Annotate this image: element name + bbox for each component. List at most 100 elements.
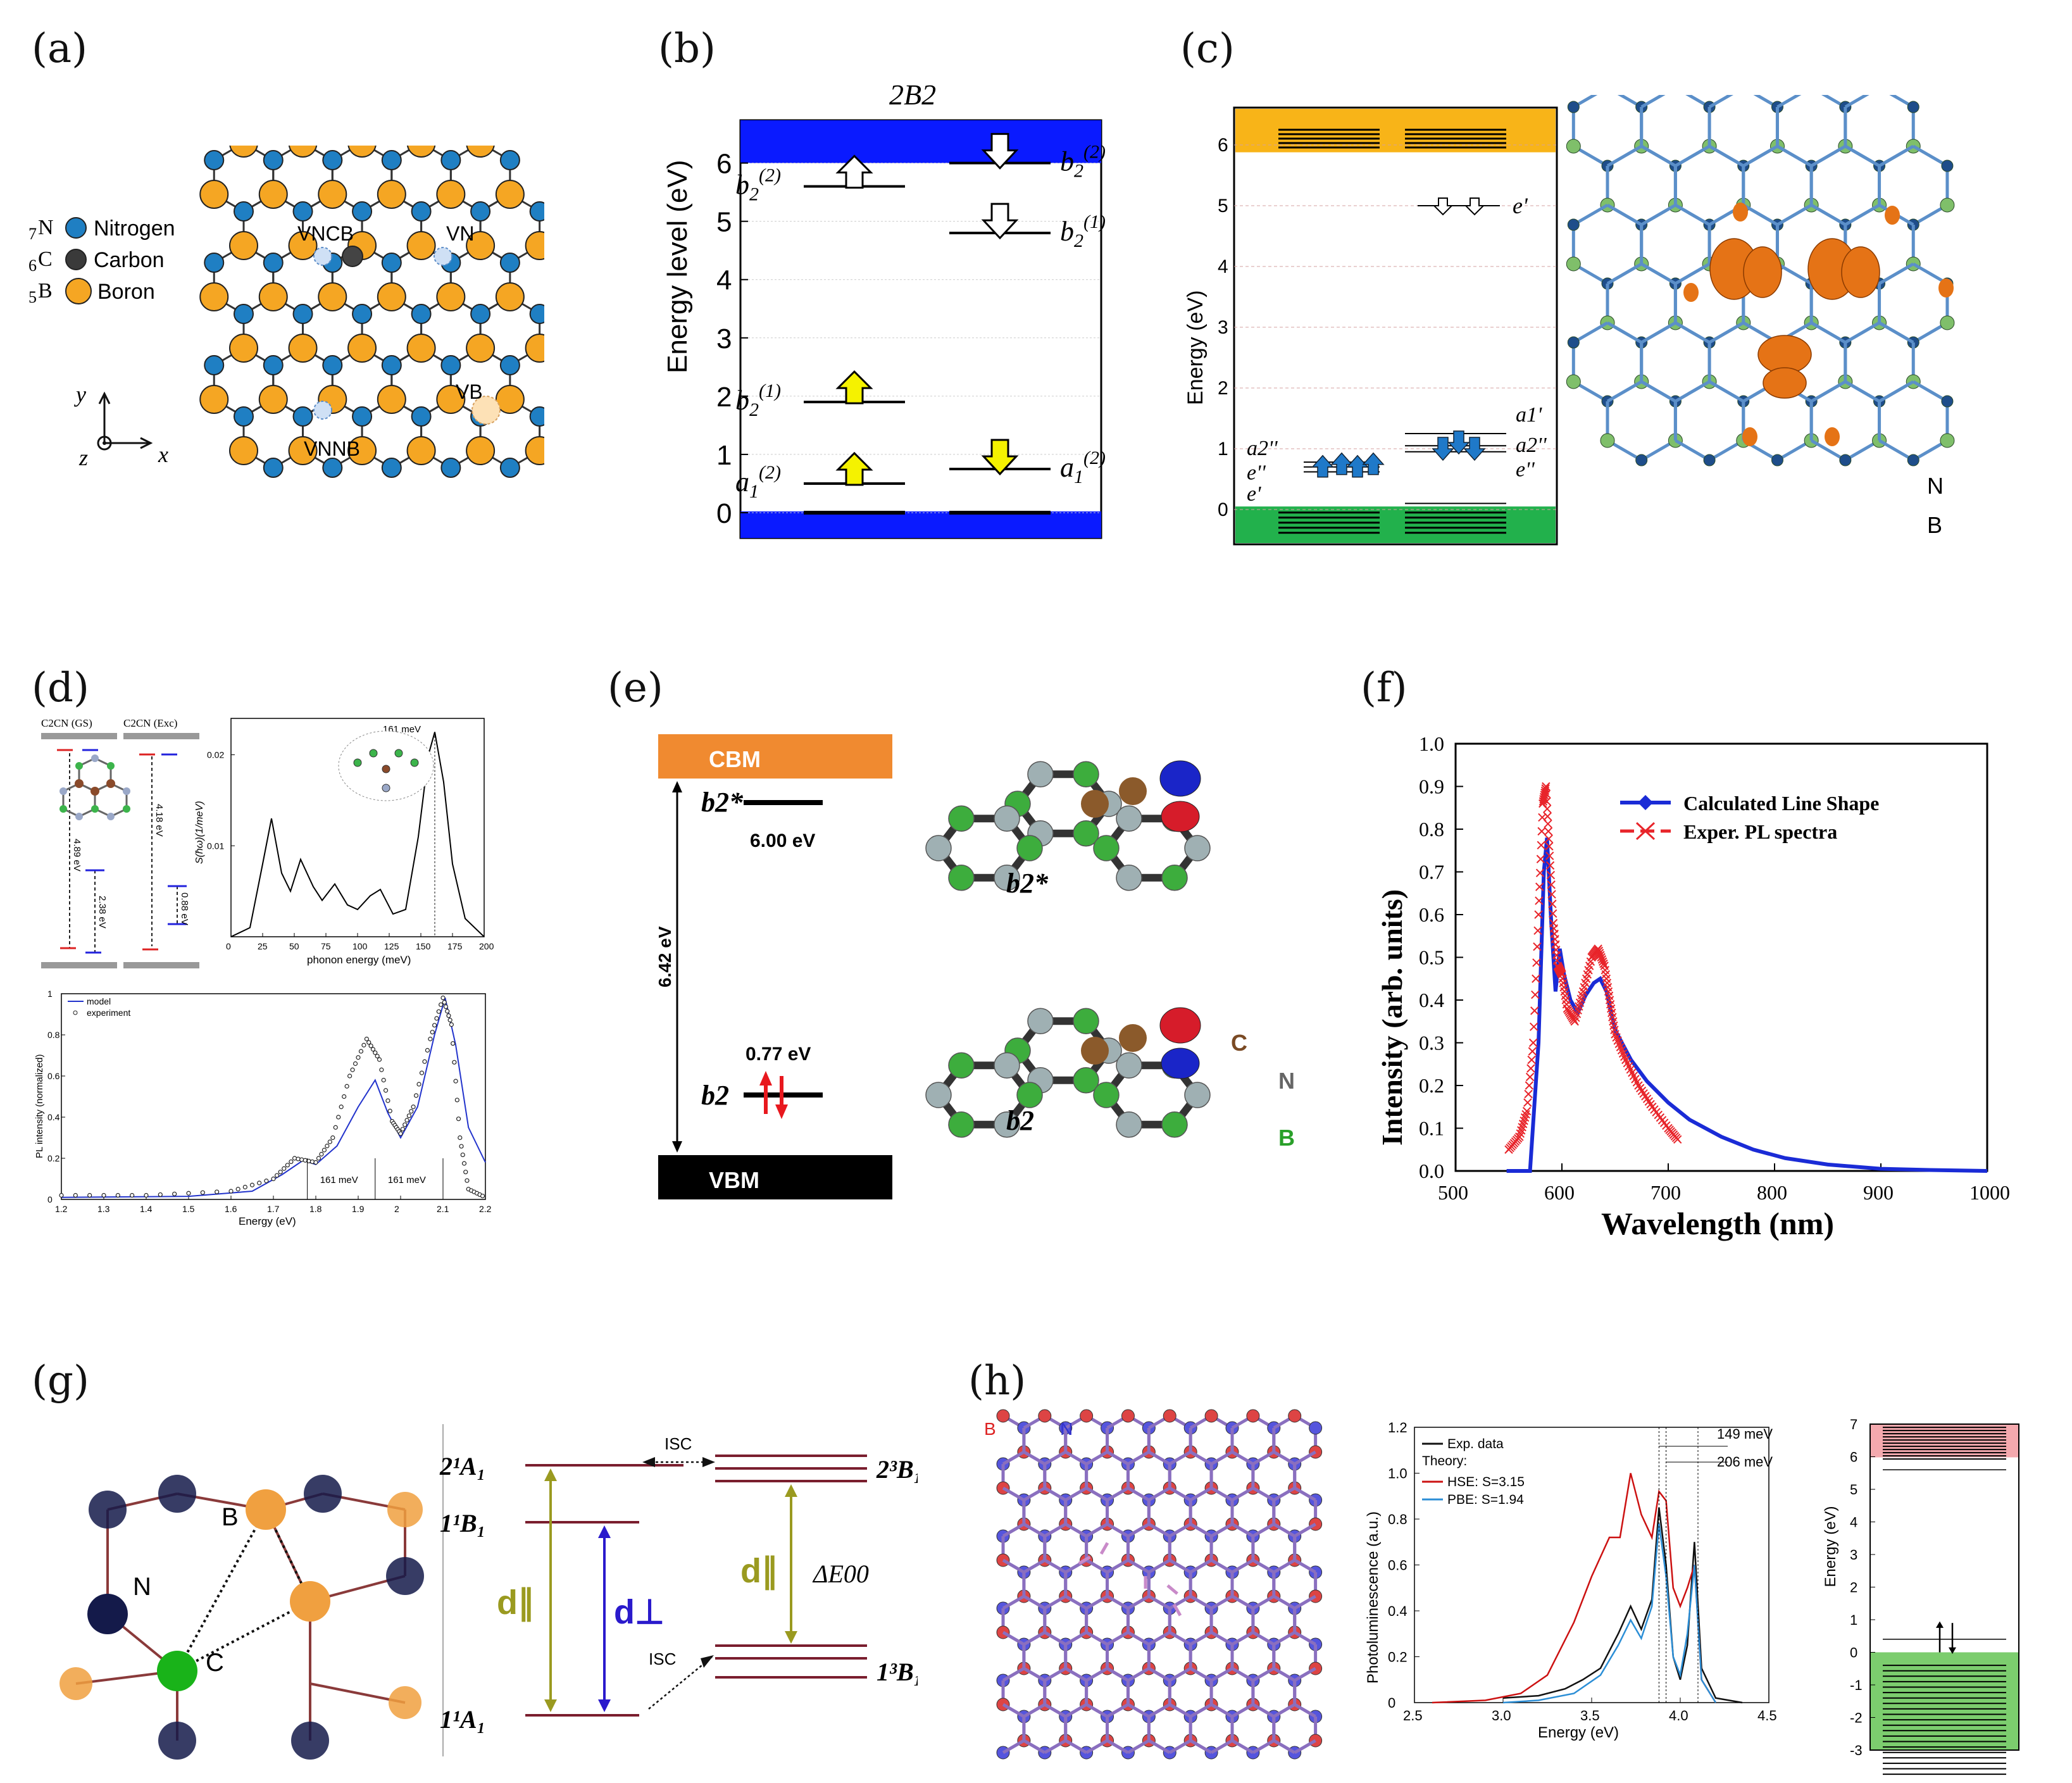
experiment-point xyxy=(271,1176,276,1182)
experiment-point xyxy=(339,1104,344,1110)
bond xyxy=(1002,1450,1025,1466)
y-tick-label: 3 xyxy=(1850,1547,1857,1563)
y-tick-label: 0.4 xyxy=(47,1112,60,1122)
atom xyxy=(994,1111,1020,1138)
series-experimental-point xyxy=(1544,819,1552,829)
orbital-lobe xyxy=(1841,246,1880,298)
nitrogen-atom xyxy=(529,406,544,427)
bond xyxy=(1148,1558,1171,1574)
boron-atom xyxy=(199,385,229,414)
bond xyxy=(1023,1703,1046,1718)
nitrogen-atom xyxy=(381,355,402,375)
bond xyxy=(1189,1667,1213,1682)
nitrogen-atom xyxy=(322,355,343,375)
legend-calculated-marker xyxy=(1638,795,1653,810)
boron-atom xyxy=(1941,160,1954,172)
bond xyxy=(1106,1630,1129,1646)
bond xyxy=(1573,321,1609,344)
x-tick-label: 500 xyxy=(1438,1181,1468,1204)
carbon-atom xyxy=(1081,790,1109,818)
nitrogen-atom xyxy=(263,150,284,170)
y-tick-label: 0.5 xyxy=(1419,946,1444,969)
x-tick-label: 1.6 xyxy=(225,1204,237,1214)
y-tick-label: 0.3 xyxy=(1419,1032,1444,1054)
vacancy-n xyxy=(313,247,332,266)
series-experimental-point xyxy=(1530,1006,1539,1015)
boron-atom xyxy=(228,231,258,260)
series-experimental-point xyxy=(1547,880,1556,889)
boron-atom xyxy=(347,334,377,363)
svg-text:6: 6 xyxy=(28,256,37,275)
svg-text:Boron: Boron xyxy=(97,280,155,304)
y-tick-label: 4 xyxy=(1850,1515,1857,1530)
svg-text:4.89 eV: 4.89 eV xyxy=(72,839,82,872)
series-experimental-point xyxy=(1523,1098,1532,1107)
experiment-point xyxy=(446,1013,451,1018)
experiment-point xyxy=(292,1156,297,1161)
y-axis-label: Intensity (arb. units) xyxy=(1376,889,1408,1146)
y-tick-label: 0.6 xyxy=(1419,903,1444,926)
bond xyxy=(1148,1739,1171,1755)
bond xyxy=(1294,1486,1316,1502)
experiment-point xyxy=(368,1043,373,1048)
arrowhead xyxy=(785,1631,797,1644)
spin-arrow xyxy=(835,370,873,404)
bond xyxy=(1273,1450,1295,1466)
atom xyxy=(1161,1111,1188,1138)
atom xyxy=(1016,1082,1043,1108)
svg-text:7: 7 xyxy=(28,225,37,243)
boron-atom xyxy=(436,180,466,209)
series-experimental-point xyxy=(1522,1106,1532,1116)
y-tick-label: 1.0 xyxy=(1388,1466,1407,1482)
experiment-point xyxy=(452,1060,457,1065)
y-tick-label: 6 xyxy=(1850,1449,1857,1465)
svg-text:0.88 eV: 0.88 eV xyxy=(179,892,190,925)
atom-label-b: B xyxy=(1927,512,1942,538)
legend-nitrogen: 7 N Nitrogen xyxy=(28,216,175,243)
bond xyxy=(1878,380,1914,403)
bond xyxy=(1002,1594,1025,1610)
nitrogen-atom xyxy=(292,201,313,222)
series-experimental-point xyxy=(1542,797,1551,806)
nitrogen-atom xyxy=(234,201,254,222)
orbital-b2-molecule xyxy=(925,1007,1211,1138)
x-tick-label: 900 xyxy=(1863,1181,1894,1204)
bond xyxy=(1640,144,1676,168)
svg-text:N: N xyxy=(38,216,54,239)
transition-label: d∥ xyxy=(497,1584,535,1622)
boron-atom xyxy=(347,146,377,158)
bond xyxy=(1231,1739,1254,1755)
orbital-lobe xyxy=(1742,427,1757,446)
nitrogen-atom xyxy=(529,304,544,324)
bond xyxy=(1742,144,1778,168)
x-tick-label: 125 xyxy=(384,941,399,951)
bond xyxy=(1675,203,1711,227)
nitrogen-atom xyxy=(204,253,225,273)
orbital-lobe xyxy=(1161,1048,1200,1079)
y-tick-label: 2 xyxy=(1218,378,1228,399)
bond xyxy=(1273,1522,1295,1538)
panel-label-a: (a) xyxy=(32,25,88,72)
vacancy-n xyxy=(313,401,332,420)
experiment-point xyxy=(101,1192,106,1198)
bond xyxy=(1912,144,1949,168)
bond xyxy=(1606,380,1642,403)
level-label: e'' xyxy=(1516,458,1535,482)
axis-y-label: y xyxy=(74,382,86,407)
boron-atom xyxy=(288,231,318,260)
atom-label-c: C xyxy=(1231,1030,1247,1056)
experiment-point xyxy=(299,1157,304,1162)
panel-b-title: 2B2 xyxy=(889,78,936,111)
bond xyxy=(1273,1486,1295,1502)
bond xyxy=(1844,144,1880,168)
atom xyxy=(394,749,403,758)
panel-g-defect-and-levels: B N C 2¹A₁1¹B₁1¹A₁2³B₁1³B₁d∥d⊥d∥ΔE00ISCI… xyxy=(59,1424,918,1760)
transition-label: d⊥ xyxy=(614,1593,665,1631)
level-label: e' xyxy=(1513,193,1528,218)
experiment-point xyxy=(398,1131,403,1136)
panel-b-ylabel: Energy level (eV) xyxy=(662,160,693,373)
experiment-point xyxy=(385,1098,390,1103)
